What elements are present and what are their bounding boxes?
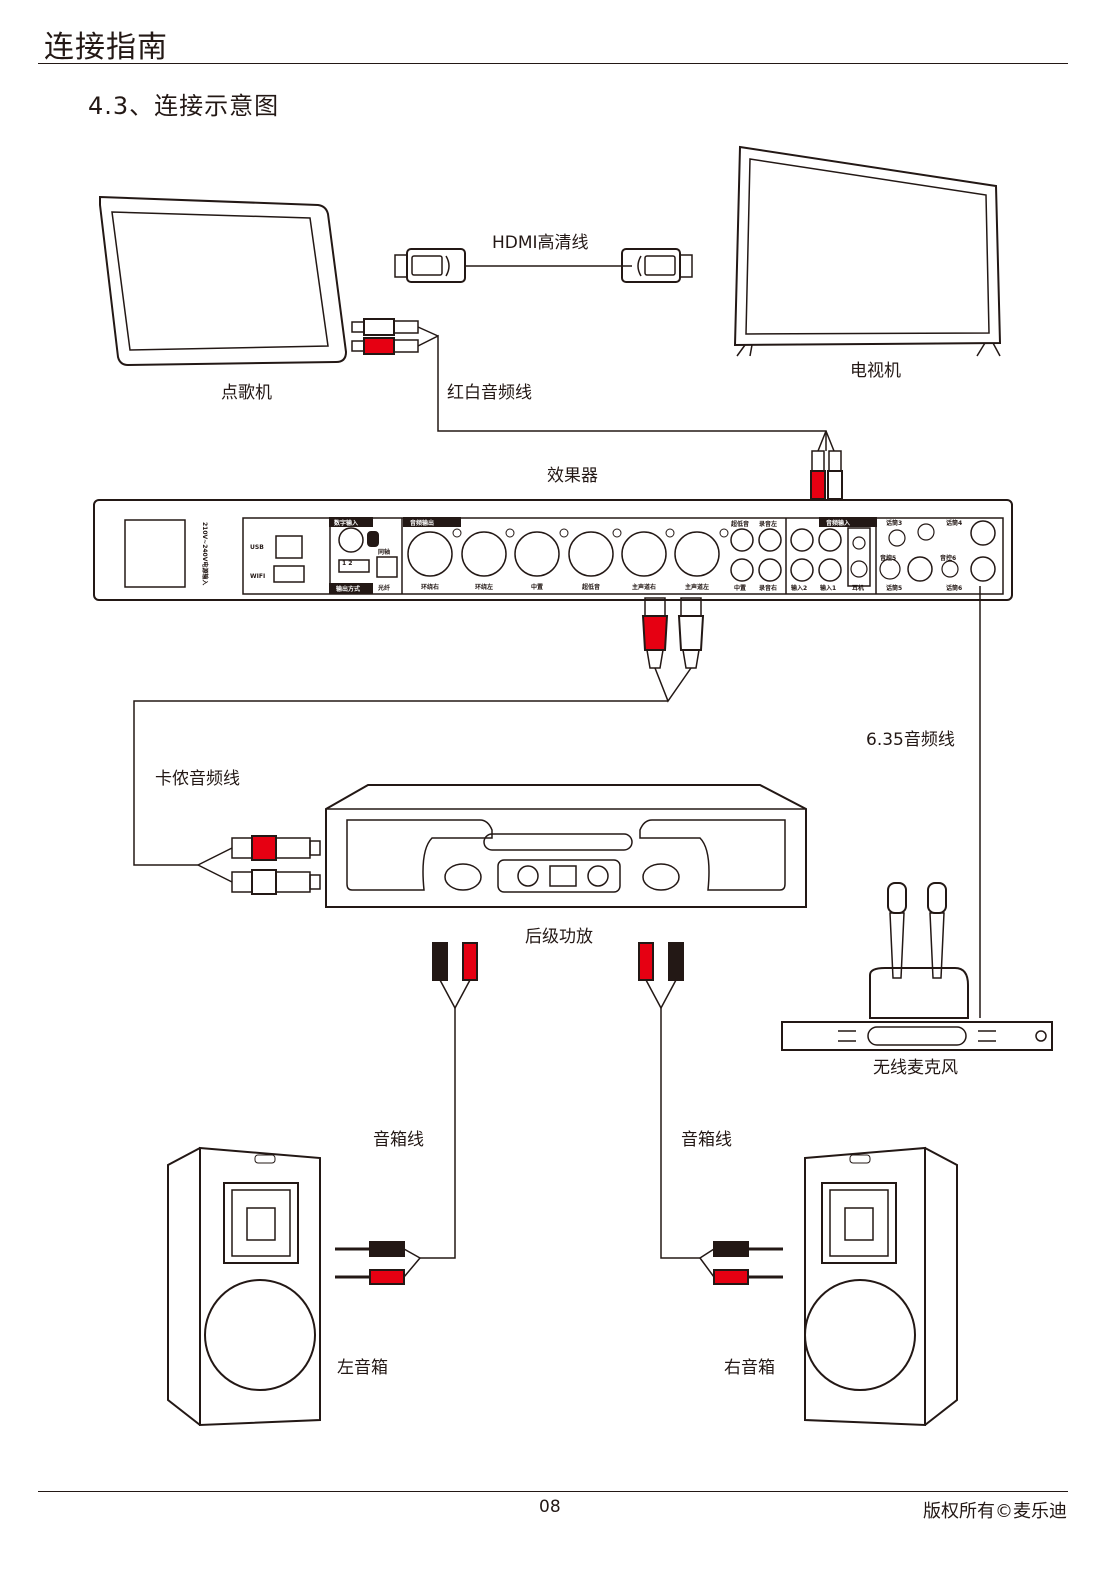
jukebox-device [99,195,348,367]
effects-label: 效果器 [547,466,598,486]
speaker-cable-right-label: 音箱线 [681,1130,732,1150]
speaker-cable-right [638,942,783,1285]
panel-mode-label: 输出方式 [336,585,360,593]
mic-label: 音控5 [880,554,896,562]
page-number: 08 [539,1497,561,1517]
rca-out-label: 录音左 [759,520,777,528]
xlr-label: 卡侬音频线 [155,769,240,789]
rca-cable [351,318,843,500]
panel-optical-label: 光纤 [377,584,390,592]
xlr-out-label: 中置 [531,583,543,591]
speaker-cable-left-label: 音箱线 [373,1130,424,1150]
xlr-out-label: 环绕右 [421,583,439,591]
mic-label: 话筒3 [886,519,902,527]
panel-digital-in-label: 数字输入 [334,519,358,527]
input-label: 耳机 [852,584,864,592]
wireless-mic-label: 无线麦克风 [873,1058,958,1078]
xlr-out-label: 超低音 [581,583,600,591]
xlr-out-label: 环绕左 [475,583,493,591]
panel-usb-label: USB [250,544,264,551]
mic-label: 话筒6 [946,584,962,592]
right-speaker-device [804,1146,958,1427]
jukebox-label: 点歌机 [221,383,272,403]
left-speaker-device [167,1146,321,1427]
mic-label: 音控6 [940,554,956,562]
amplifier-device [325,784,807,908]
rca-out-label: 录音右 [759,584,777,592]
effects-unit [93,499,1013,601]
title-divider [38,63,1068,64]
mic-label: 话筒4 [946,519,962,527]
panel-wifi-label: WIFI [250,573,265,580]
xlr-out-label: 主声道右 [632,583,656,591]
wireless-mic-device [781,882,1053,1051]
page-title: 连接指南 [44,30,168,65]
right-speaker-label: 右音箱 [724,1358,775,1378]
speaker-cable-left [335,942,478,1285]
rca-out-label: 中置 [734,584,746,592]
input-label: 输入1 [820,584,836,592]
copyright-text: 版权所有©麦乐迪 [923,1501,1067,1522]
hdmi-cable [394,248,693,283]
panel-coaxial-label: 同轴 [378,548,390,556]
xlr-cable [133,597,705,895]
panel-audio-in-label: 音频输入 [826,519,850,527]
rca-label: 红白音频线 [447,383,532,403]
input-label: 输入2 [791,584,807,592]
mic-label: 话筒5 [886,584,902,592]
hdmi-label: HDMI高清线 [492,233,589,253]
amplifier-label: 后级功放 [525,927,593,947]
left-speaker-label: 左音箱 [337,1358,388,1378]
panel-mode-nums: 1 2 [342,560,352,567]
panel-audio-out-label: 音频输出 [410,519,434,527]
jack635-label: 6.35音频线 [866,730,955,750]
section-title: 4.3、连接示意图 [88,92,280,120]
tv-label: 电视机 [850,361,901,381]
tv-device [733,145,1002,357]
footer-divider [38,1491,1068,1492]
xlr-out-label: 主声道左 [685,583,709,591]
rca-out-label: 超低音 [730,520,749,528]
panel-power-label: 210V~240V电源输入 [201,522,209,585]
